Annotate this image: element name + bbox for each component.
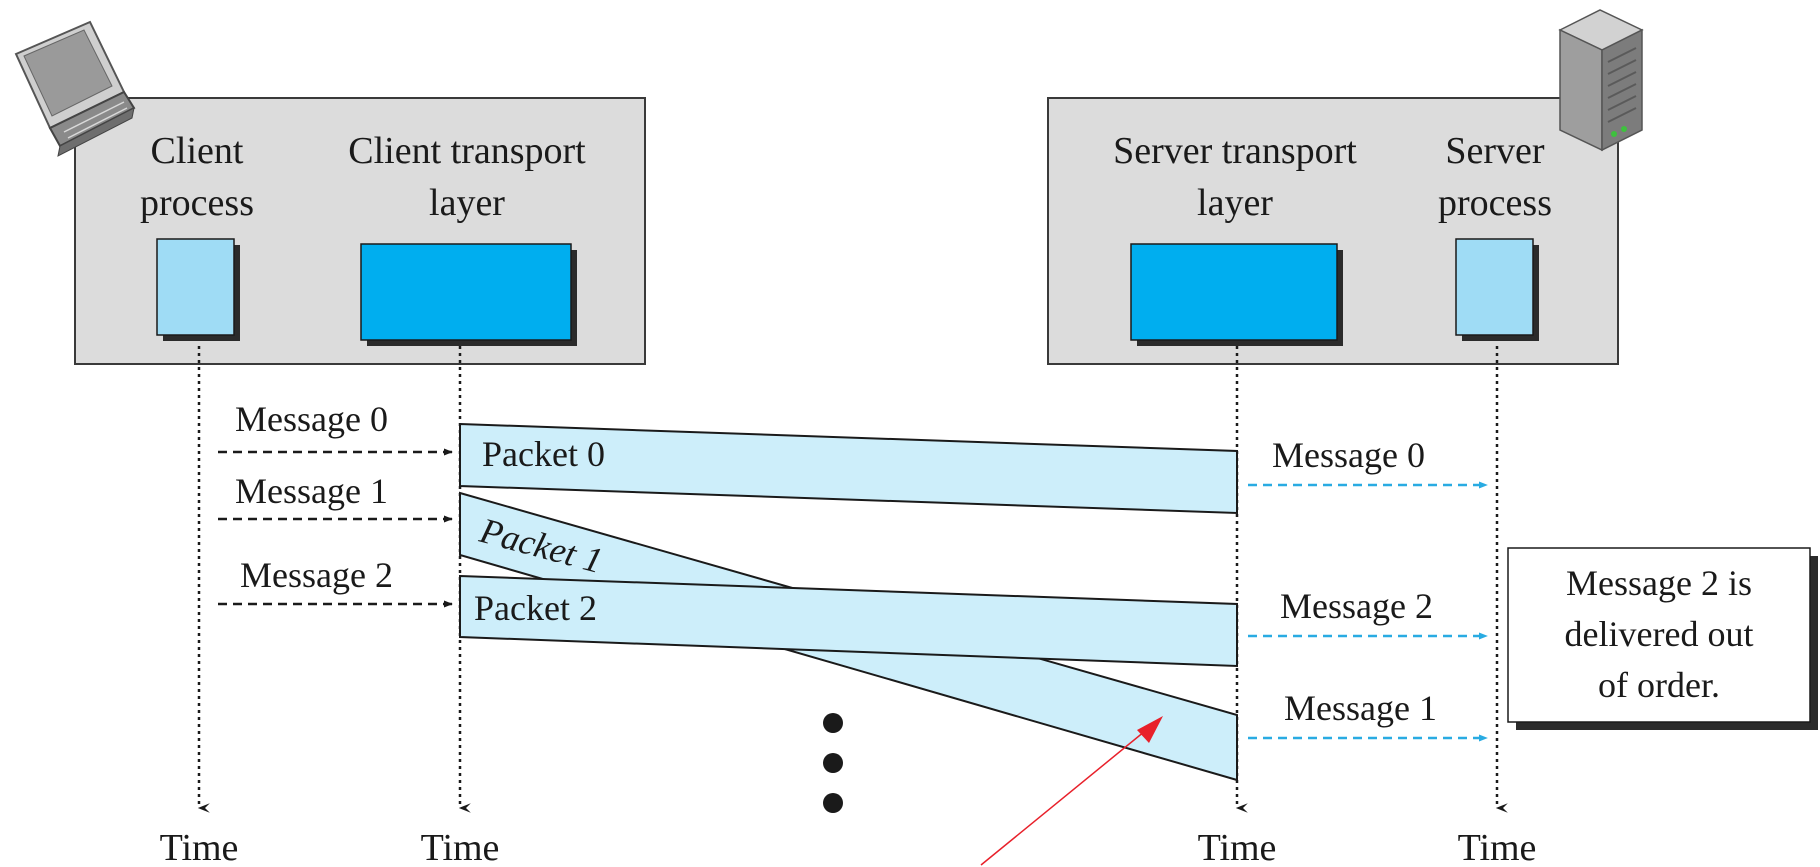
note-line-3: of order. xyxy=(1598,665,1720,705)
client-process-box xyxy=(156,238,240,341)
packet-2-label: Packet 2 xyxy=(474,588,597,628)
server-icon xyxy=(1558,9,1644,152)
packet-0-band xyxy=(459,422,1238,515)
client-transport-label-line2: layer xyxy=(429,182,505,224)
out-of-order-note: Message 2 is delivered out of order. xyxy=(1507,547,1818,730)
packet-0-label: Packet 0 xyxy=(482,434,605,474)
delivered-message-1-label: Message 1 xyxy=(1284,688,1437,728)
sent-message-1-label: Message 1 xyxy=(235,471,388,511)
sent-message-2-label: Message 2 xyxy=(240,555,393,595)
server-process-box xyxy=(1455,238,1539,341)
delivered-messages: Message 0 Message 2 Message 1 xyxy=(1248,435,1488,742)
timelines: Time Time Time Time xyxy=(160,346,1537,867)
red-pointer-arrow xyxy=(980,716,1163,866)
packets: Packet 0 Packet 1 Packet 2 xyxy=(459,422,1238,782)
sent-messages: Message 0 Message 1 Message 2 xyxy=(218,399,453,608)
server-transport-label-line2: layer xyxy=(1197,182,1273,224)
server-transport-label-line1: Server transport xyxy=(1113,130,1357,172)
client-process-label-line2: process xyxy=(140,182,254,224)
laptop-icon xyxy=(14,20,136,157)
client-host: Client process Client transport layer xyxy=(74,97,646,365)
ellipsis-dots xyxy=(823,713,843,813)
server-host: Server transport layer Server process xyxy=(1047,97,1619,365)
sent-message-0-label: Message 0 xyxy=(235,399,388,439)
delivered-message-2-label: Message 2 xyxy=(1280,586,1433,626)
server-process-label-line1: Server xyxy=(1445,130,1545,172)
client-transport-box xyxy=(360,243,577,346)
packet-2-band xyxy=(459,574,1238,668)
time-label-client-transport: Time xyxy=(421,827,500,867)
time-label-server-process: Time xyxy=(1458,827,1537,867)
note-line-1: Message 2 is xyxy=(1566,563,1752,603)
note-line-2: delivered out xyxy=(1565,614,1754,654)
server-transport-box xyxy=(1130,243,1343,346)
time-label-server-transport: Time xyxy=(1198,827,1277,867)
time-label-client-process: Time xyxy=(160,827,239,867)
delivered-message-0-label: Message 0 xyxy=(1272,435,1425,475)
server-process-label-line2: process xyxy=(1438,182,1552,224)
client-transport-label-line1: Client transport xyxy=(348,130,586,172)
client-process-label-line1: Client xyxy=(151,130,244,172)
